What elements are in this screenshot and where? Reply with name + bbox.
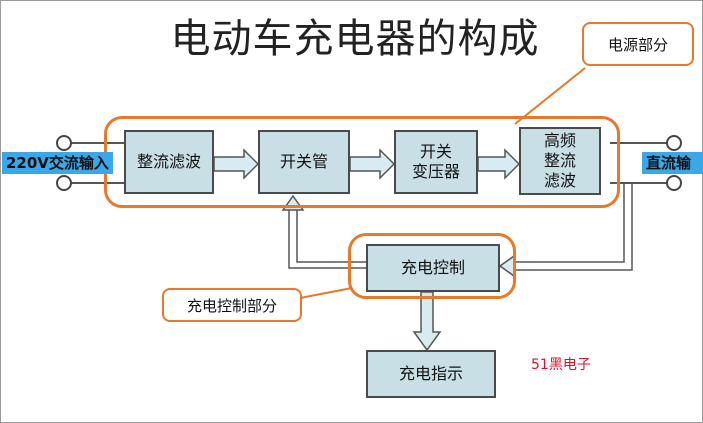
control-to-switch-path (288, 210, 366, 269)
charge-control-section-callout: 充电控制部分 (162, 288, 302, 322)
power-section-callout: 电源部分 (582, 22, 694, 66)
switch-tube-block: 开关管 (258, 130, 350, 194)
watermark-text: 51黑电子 (531, 357, 591, 373)
switch-transformer-label-1: 开关 (419, 142, 452, 161)
feedback-path (508, 183, 633, 271)
charge-indicator-label: 充电指示 (398, 364, 463, 383)
rectifier-filter-block: 整流滤波 (124, 130, 214, 194)
input-terminals (56, 135, 124, 191)
hf-label-1: 高频 (543, 131, 576, 150)
ac-input-label: 220V交流输入 (2, 152, 113, 174)
charge-indicator-block: 充电指示 (366, 350, 496, 398)
switch-tube-label: 开关管 (279, 152, 328, 171)
rectifier-filter-label: 整流滤波 (136, 152, 201, 171)
hf-label-2: 整流 (543, 151, 576, 170)
dc-output-label: 直流输 (642, 152, 703, 174)
switch-transformer-label-2: 变压器 (411, 162, 460, 181)
hf-rectifier-filter-block: 高频 整流 滤波 (519, 127, 601, 195)
charge-control-callout-text: 充电控制部分 (186, 296, 277, 315)
hf-label-3: 滤波 (543, 171, 576, 190)
power-callout-leader (514, 67, 586, 125)
charge-control-block: 充电控制 (366, 244, 500, 292)
indicator-arrow (412, 291, 442, 352)
power-section-callout-text: 电源部分 (607, 35, 668, 54)
charge-control-label: 充电控制 (400, 258, 465, 277)
control-callout-leader (299, 287, 353, 299)
charge-control-outline (348, 233, 516, 299)
signal-arrows (213, 148, 521, 180)
diagram-title: 电动车充电器的构成 (170, 16, 540, 62)
switch-transformer-block: 开关 变压器 (394, 130, 478, 194)
